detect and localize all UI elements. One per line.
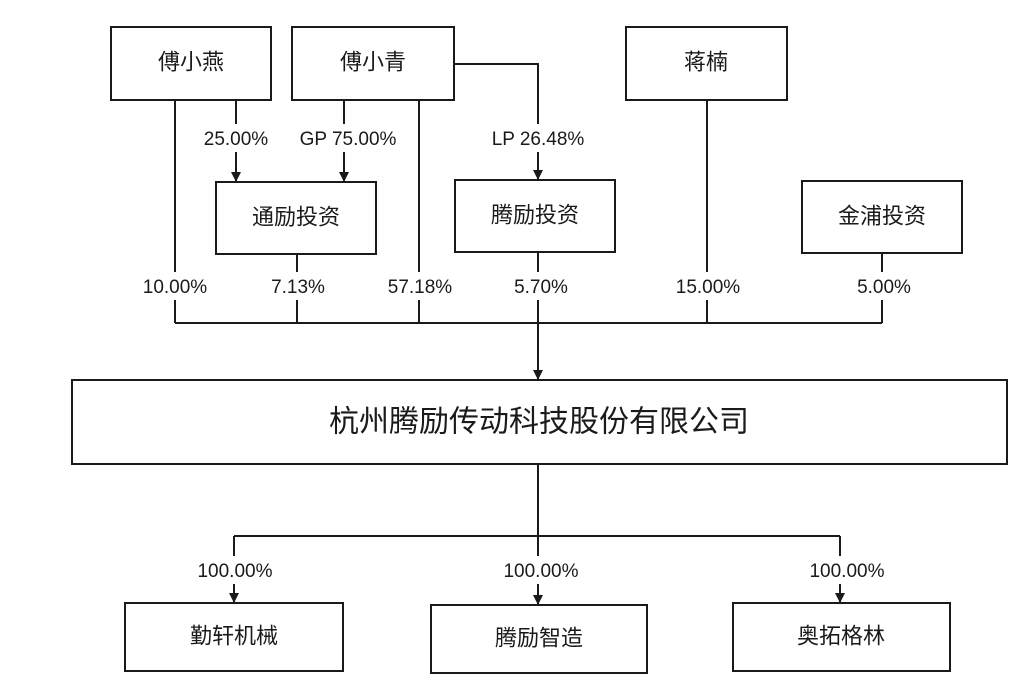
subsidiary-box-aotuo: 奥拓格林 xyxy=(732,602,951,672)
subsidiary-name-qinxuan: 勤轩机械 xyxy=(190,625,278,650)
stake-fu-xiaoqing-in-tengli-invest: LP 26.48% xyxy=(492,129,585,150)
entity-name-tongli: 通励投资 xyxy=(252,206,340,231)
stake-labels: 25.00% GP 75.00% LP 26.48% 10.00% 7.13% … xyxy=(132,124,922,584)
stake-tongli-in-company: 7.13% xyxy=(271,277,325,298)
subsidiary-box-qinxuan: 勤轩机械 xyxy=(124,602,344,672)
subsidiary-box-tengli-zhizao: 腾励智造 xyxy=(430,604,648,674)
entity-name-tengli-invest: 腾励投资 xyxy=(491,204,579,229)
line-fu-xiaoqing-to-tengli-invest xyxy=(454,63,543,180)
company-name: 杭州腾励传动科技股份有限公司 xyxy=(329,405,749,440)
stake-company-in-qinxuan: 100.00% xyxy=(197,561,272,582)
shareholder-box-fu-xiaoqing: 傅小青 xyxy=(291,26,455,101)
stake-fu-xiaoqing-in-company: 57.18% xyxy=(388,277,453,298)
entity-name-jinpu: 金浦投资 xyxy=(838,205,926,230)
shareholder-box-fu-xiaoyan: 傅小燕 xyxy=(110,26,272,101)
stake-tengli-invest-in-company: 5.70% xyxy=(514,277,568,298)
stake-fu-xiaoyan-in-tongli: 25.00% xyxy=(204,129,269,150)
subsidiary-name-tengli-zhizao: 腾励智造 xyxy=(495,627,583,652)
stake-jiang-nan-in-company: 15.00% xyxy=(676,277,741,298)
stake-jinpu-in-company: 5.00% xyxy=(857,277,911,298)
stake-fu-xiaoyan-in-company: 10.00% xyxy=(143,277,208,298)
subsidiary-name-aotuo: 奥拓格林 xyxy=(797,625,885,650)
entity-box-jinpu: 金浦投资 xyxy=(801,180,963,254)
shareholder-name-jiang-nan: 蒋楠 xyxy=(684,51,728,76)
stake-company-in-aotuo: 100.00% xyxy=(809,561,884,582)
shareholder-name-fu-xiaoqing: 傅小青 xyxy=(340,51,406,76)
entity-box-tongli: 通励投资 xyxy=(215,181,377,255)
entity-box-tengli-invest: 腾励投资 xyxy=(454,179,616,253)
stake-company-in-tengli-zhizao: 100.00% xyxy=(503,561,578,582)
company-box: 杭州腾励传动科技股份有限公司 xyxy=(71,379,1008,465)
stake-fu-xiaoqing-in-tongli: GP 75.00% xyxy=(300,129,397,150)
shareholder-box-jiang-nan: 蒋楠 xyxy=(625,26,788,101)
shareholder-name-fu-xiaoyan: 傅小燕 xyxy=(158,51,224,76)
